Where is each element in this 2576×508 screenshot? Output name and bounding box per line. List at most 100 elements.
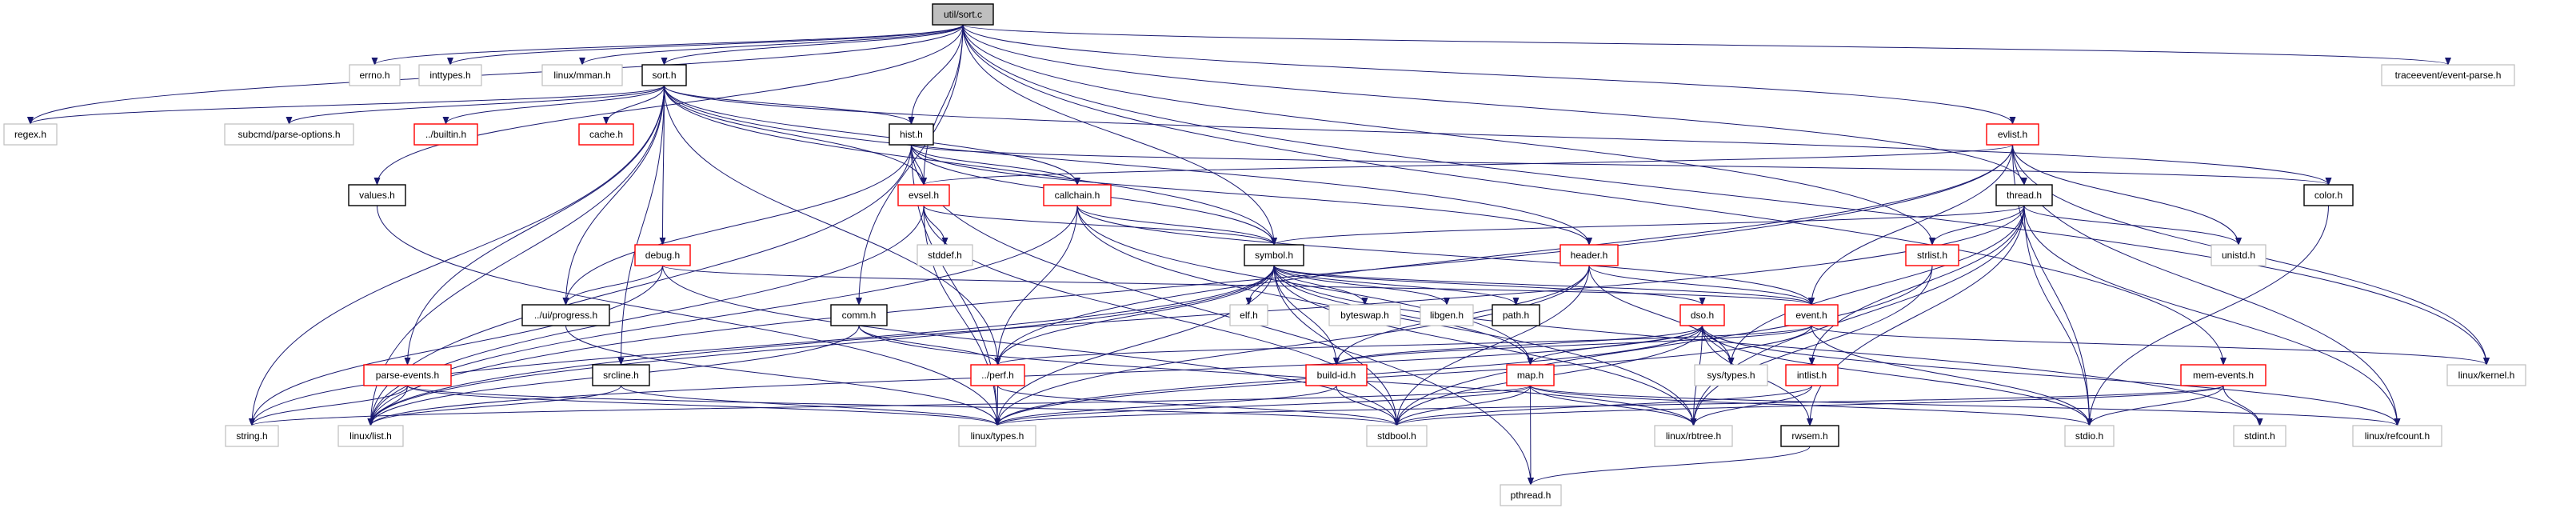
edge-dso-to-list [367,325,1703,426]
node-box [521,304,610,326]
node-evsel[interactable]: evsel.h [897,184,950,206]
node-parseopt: subcmd/parse-options.h [224,123,354,146]
edge-thread-to-rwsem [1807,205,2025,426]
node-label: thread.h [2007,190,2042,201]
node-box [2352,425,2442,447]
node-progress[interactable]: ../ui/progress.h [521,304,610,326]
node-symbol[interactable]: symbol.h [1244,244,1304,266]
node-box [1043,184,1112,206]
node-memevents[interactable]: mem-events.h [2180,364,2266,386]
edge-memevents-to-stdint [2223,385,2263,426]
node-color[interactable]: color.h [2303,184,2354,206]
edge-evsel-to-types [923,205,1000,426]
node-box [541,64,623,86]
node-comm[interactable]: comm.h [830,304,888,326]
node-label: cache.h [589,129,623,140]
node-label: sort.h [652,70,676,81]
edge-sort_c-to-kernel [962,24,2490,366]
edge-sort_h-to-string [249,85,665,426]
node-values[interactable]: values.h [348,184,406,206]
edge-debug-to-progress [562,265,663,306]
node-event[interactable]: event.h [1784,304,1839,326]
edge-sort_c-to-mman [579,24,964,66]
node-box [363,364,452,386]
node-box [1995,184,2053,206]
node-buildid[interactable]: build-id.h [1305,364,1368,386]
node-sort-c[interactable]: util/sort.c [932,3,994,26]
node-label: evlist.h [1998,129,2027,140]
node-stddef: stddef.h [917,244,973,266]
edge-symbol-to-libgen [1273,265,1450,306]
node-label: linux/refcount.h [2365,430,2430,442]
node-parseevents[interactable]: parse-events.h [363,364,452,386]
edge-progress-to-types [565,325,1000,426]
edge-header-to-stdbool [1393,265,1590,426]
edge-sort_c-to-evsel [921,24,964,186]
node-evlist[interactable]: evlist.h [1986,123,2039,146]
edge-callchain-to-perf [994,205,1078,366]
node-elf: elf.h [1229,304,1268,326]
edge-comm-to-perf [858,325,1001,366]
node-rwsem[interactable]: rwsem.h [1780,425,1839,447]
node-box [578,123,634,146]
edge-sort_h-to-header [664,85,1592,246]
node-label: evsel.h [909,190,939,201]
node-kernel: linux/kernel.h [2446,364,2526,386]
node-box [1366,425,1428,447]
node-cache[interactable]: cache.h [578,123,634,146]
node-refcount: linux/refcount.h [2352,425,2442,447]
node-label: stdint.h [2244,430,2275,442]
edge-sort_h-to-parseopt [286,85,665,125]
edge-thread-to-rbtree [1690,205,2025,426]
node-list: linux/list.h [337,425,404,447]
node-label: symbol.h [1255,250,1293,261]
node-map[interactable]: map.h [1506,364,1555,386]
node-label: inttypes.h [429,70,470,81]
node-label: map.h [1517,370,1544,381]
edge-buildid-to-types [994,385,1337,426]
node-label: linux/rbtree.h [1666,430,1721,442]
node-box [2233,425,2286,447]
edge-symbol-to-string [249,265,1275,426]
node-perf[interactable]: ../perf.h [970,364,1025,386]
edge-symbol-to-dso [1273,265,1706,306]
node-strlist[interactable]: strlist.h [1905,244,1959,266]
node-box [1420,304,1474,326]
node-box [1305,364,1368,386]
node-hist[interactable]: hist.h [889,123,934,146]
node-callchain[interactable]: callchain.h [1043,184,1112,206]
node-label: unistd.h [2222,250,2255,261]
edge-event-to-perf [994,325,1812,366]
node-sort-h[interactable]: sort.h [641,64,687,86]
node-label: subcmd/parse-options.h [238,129,340,140]
node-srcline[interactable]: srcline.h [592,364,650,386]
node-intlist[interactable]: intlist.h [1785,364,1839,386]
edge-map-to-refcount [1530,385,2401,426]
edge-thread-to-stdio [2023,205,2093,426]
node-traceevent: traceevent/event-parse.h [2381,64,2515,86]
node-dso[interactable]: dso.h [1679,304,1725,326]
edge-sort_c-to-values [373,24,964,186]
node-debug[interactable]: debug.h [634,244,691,266]
node-box [349,64,401,86]
edge-dso-to-buildid [1333,325,1703,366]
edge-perf-to-stdbool [997,385,1400,426]
node-path[interactable]: path.h [1492,304,1540,326]
edge-event-to-stdio [1811,325,2093,426]
node-byteswap: byteswap.h [1328,304,1401,326]
edge-hist-to-color [911,144,2331,186]
edge-sort_h-to-builtin [442,85,665,125]
node-label: sys/types.h [1707,370,1755,381]
edge-symbol-to-byteswap [1273,265,1368,306]
node-box [1905,244,1959,266]
node-box [1500,484,1562,506]
node-builtin[interactable]: ../builtin.h [413,123,478,146]
node-header[interactable]: header.h [1560,244,1619,266]
node-box [1784,304,1839,326]
node-label: ../ui/progress.h [534,310,597,321]
edge-thread-to-symbol [1271,205,2025,246]
edge-sort_h-to-perf [664,85,1001,366]
node-stdio: stdio.h [2064,425,2115,447]
node-thread[interactable]: thread.h [1995,184,2053,206]
edge-parseevents-to-stdbool [407,385,1400,426]
